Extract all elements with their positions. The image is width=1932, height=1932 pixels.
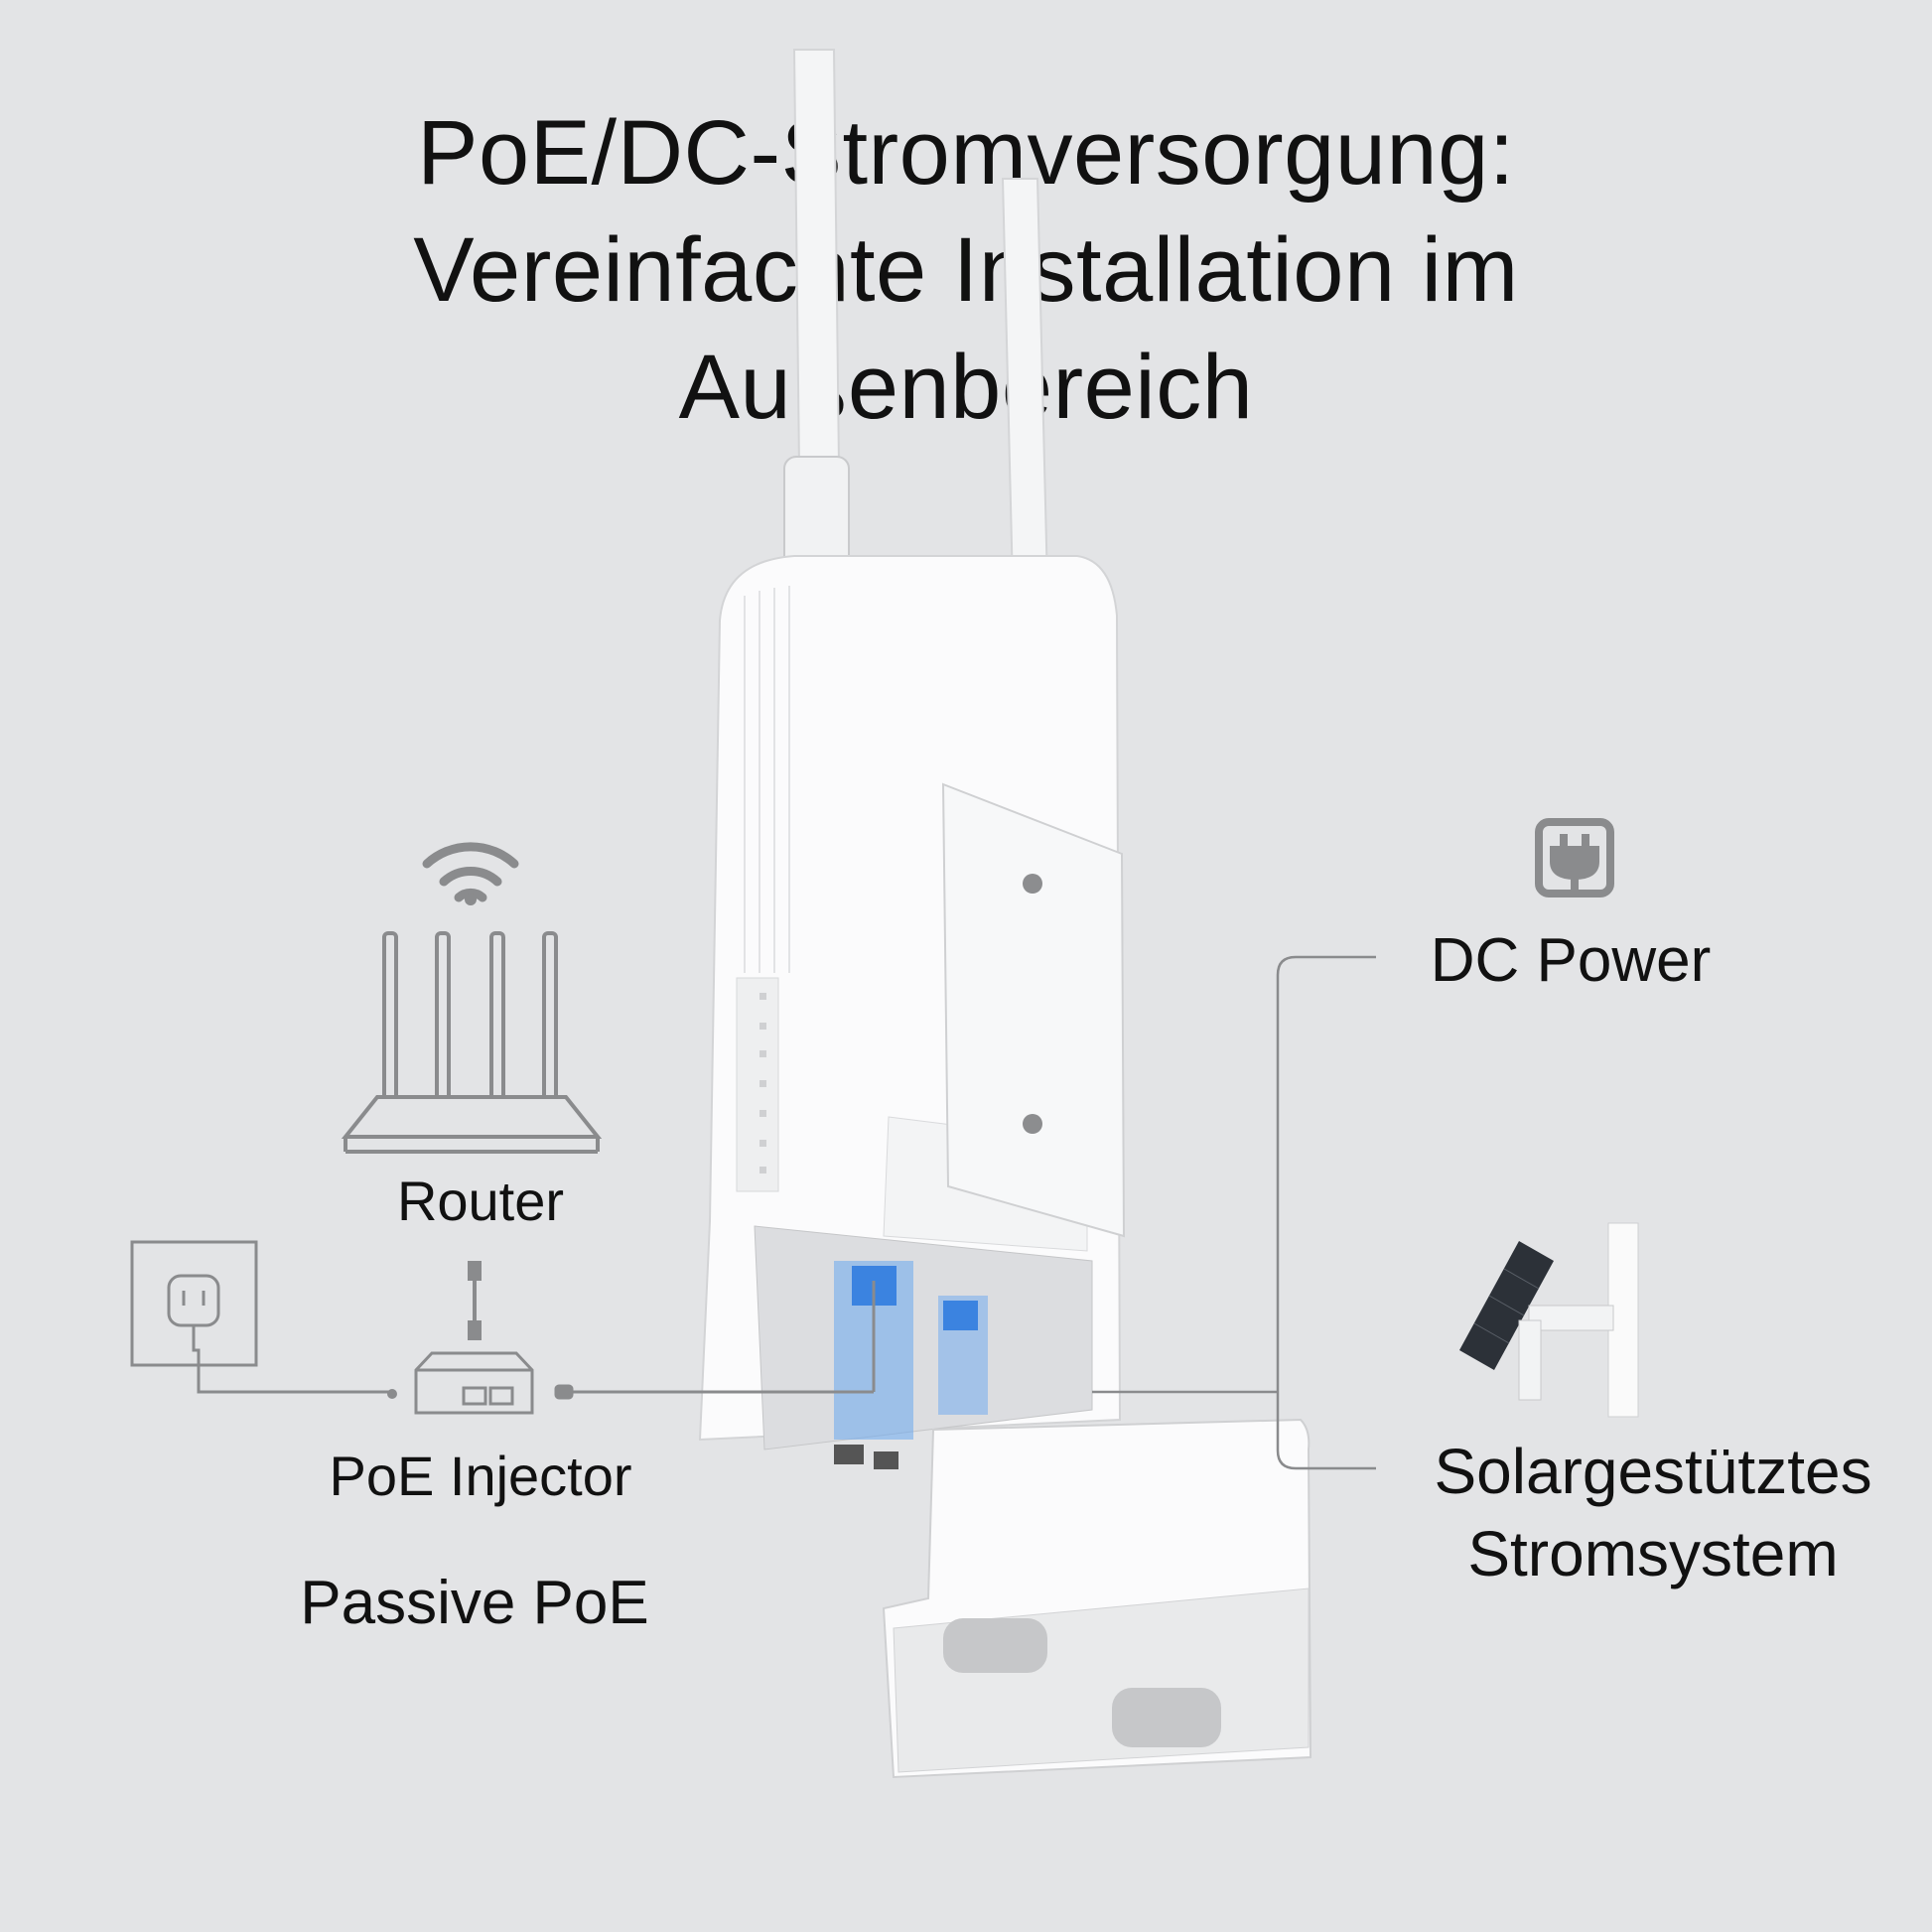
solar-label-line-1: Solargestütztes [1434,1436,1872,1507]
solar-label-line-2: Stromsystem [1467,1518,1839,1589]
poe-injector-label: PoE Injector [329,1445,632,1507]
wall-socket-icon [130,1240,392,1394]
connector-line-injector-device [554,1281,876,1400]
ethernet-cable [468,1261,482,1340]
dc-power-label: DC Power [1430,926,1712,995]
wifi-icon [422,842,519,902]
router-label: Router [396,1170,565,1232]
headline: PoE/DC-Stromversorgung: Vereinfachte Ins… [0,94,1932,446]
headline-line-3: Außenbereich [678,337,1254,438]
connector-bracket-right [1092,955,1376,1470]
antenna-left [783,49,850,577]
passive-poe-label: Passive PoE [300,1569,649,1637]
access-point-device [698,555,1312,1779]
router-icon [341,931,603,1154]
solar-panel-icon [1459,1222,1639,1418]
wifi-dot [465,894,477,905]
headline-line-2: Vereinfachte Installation im [413,219,1519,321]
plug-icon [1535,818,1614,897]
poe-injector-icon [414,1351,534,1415]
headline-line-1: PoE/DC-Stromversorgung: [417,102,1515,204]
